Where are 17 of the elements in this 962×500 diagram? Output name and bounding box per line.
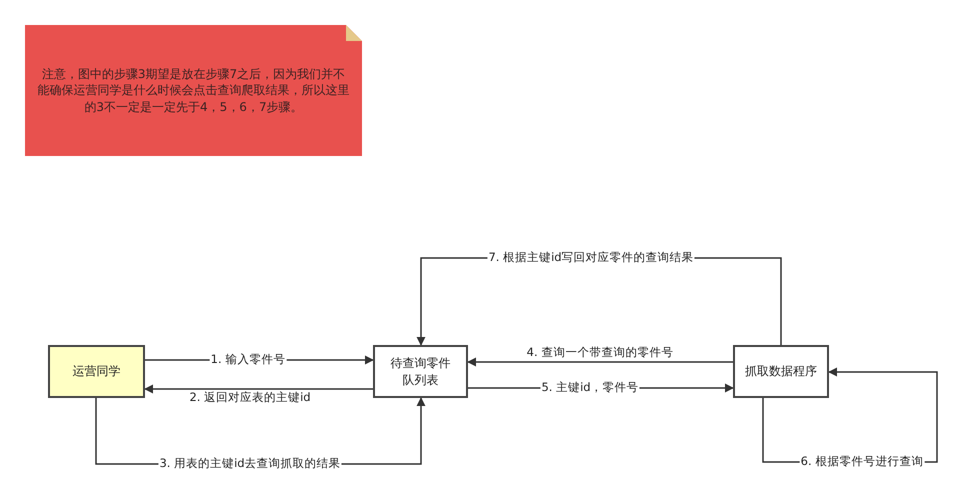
edge-label: 3. 用表的主键id去查询抓取的结果 <box>158 457 342 471</box>
arrow <box>467 358 733 366</box>
node-label: 待查询零件队列表 <box>390 355 452 388</box>
arrow <box>144 384 373 394</box>
note-text: 注意，图中的步骤3期望是放在步骤7之后，因为我们并不能确保运营同学是什么时候会点击查询爬取结果，所以这里的3不一定是一定先于4，5，6，7步骤。 <box>38 66 350 115</box>
actor-box <box>48 345 145 398</box>
process-box <box>733 345 829 398</box>
note-card <box>25 25 362 156</box>
node-label: 抓取数据程序 <box>745 363 817 380</box>
edge-label: 2. 返回对应表的主键id <box>188 391 312 405</box>
edge-label: 1. 输入零件号 <box>210 353 286 367</box>
node-label: 运营同学 <box>72 363 120 380</box>
edge-label: 4. 查询一个带查询的零件号 <box>526 346 674 360</box>
process-box <box>373 345 468 398</box>
edge-label: 6. 根据零件号进行查询 <box>800 455 924 469</box>
edge-label: 5. 主键id，零件号 <box>540 381 640 395</box>
edge-label: 7. 根据主键id写回对应零件的查询结果 <box>487 251 695 265</box>
